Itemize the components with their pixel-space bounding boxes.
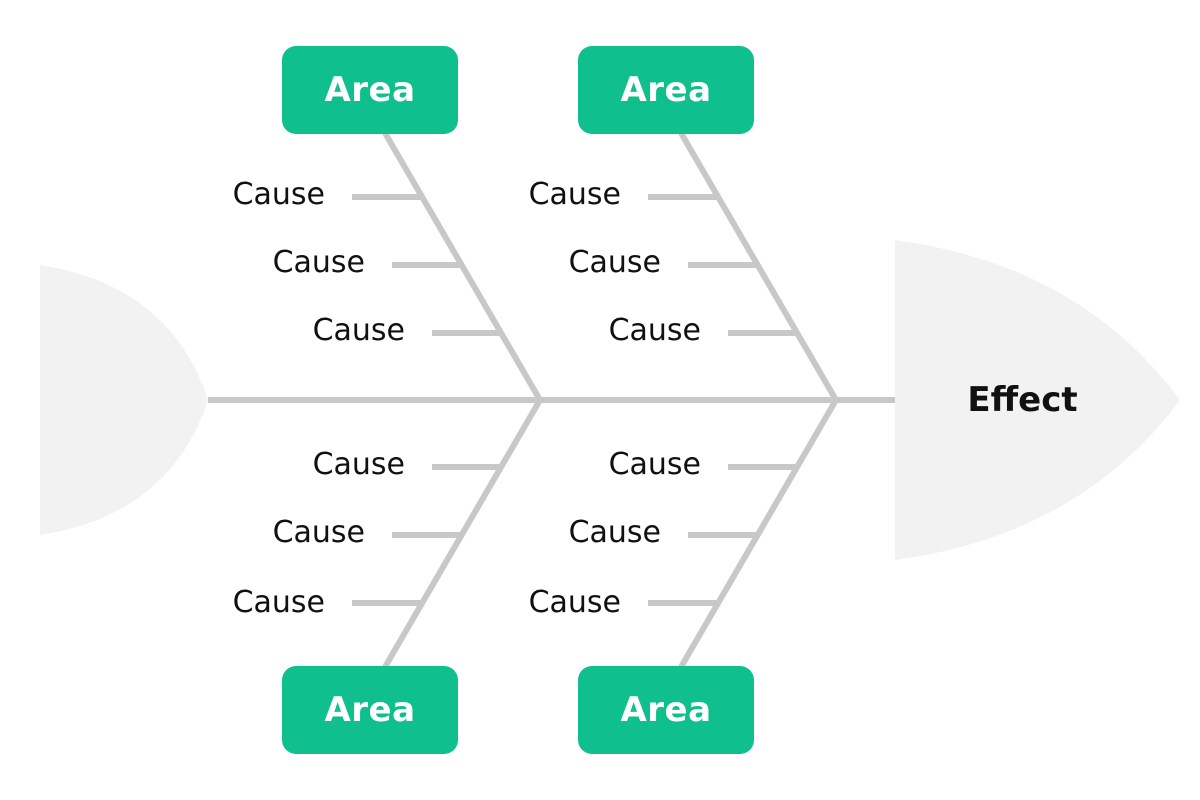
cause-label: Cause: [608, 447, 701, 482]
cause-label: Cause: [312, 447, 405, 482]
cause-label: Cause: [568, 515, 661, 550]
cause-label: Cause: [312, 313, 405, 348]
bone-line-top-right: [678, 131, 839, 402]
cause-label: Cause: [568, 245, 661, 280]
bone-line-bottom-left: [382, 398, 543, 669]
cause-label: Cause: [528, 585, 621, 620]
cause-label: Cause: [608, 313, 701, 348]
fish-tail: [40, 265, 208, 535]
bone-line-top-left: [382, 131, 543, 402]
area-box-bottom-right: Area: [578, 666, 754, 754]
cause-label: Cause: [272, 515, 365, 550]
area-box-bottom-left: Area: [282, 666, 458, 754]
effect-label: Effect: [967, 380, 1078, 420]
cause-label: Cause: [272, 245, 365, 280]
cause-label: Cause: [232, 177, 325, 212]
bone-line-bottom-right: [678, 398, 839, 669]
cause-label: Cause: [232, 585, 325, 620]
area-box-top-right: Area: [578, 46, 754, 134]
fish-head: [895, 240, 1180, 560]
area-box-top-left: Area: [282, 46, 458, 134]
cause-label: Cause: [528, 177, 621, 212]
